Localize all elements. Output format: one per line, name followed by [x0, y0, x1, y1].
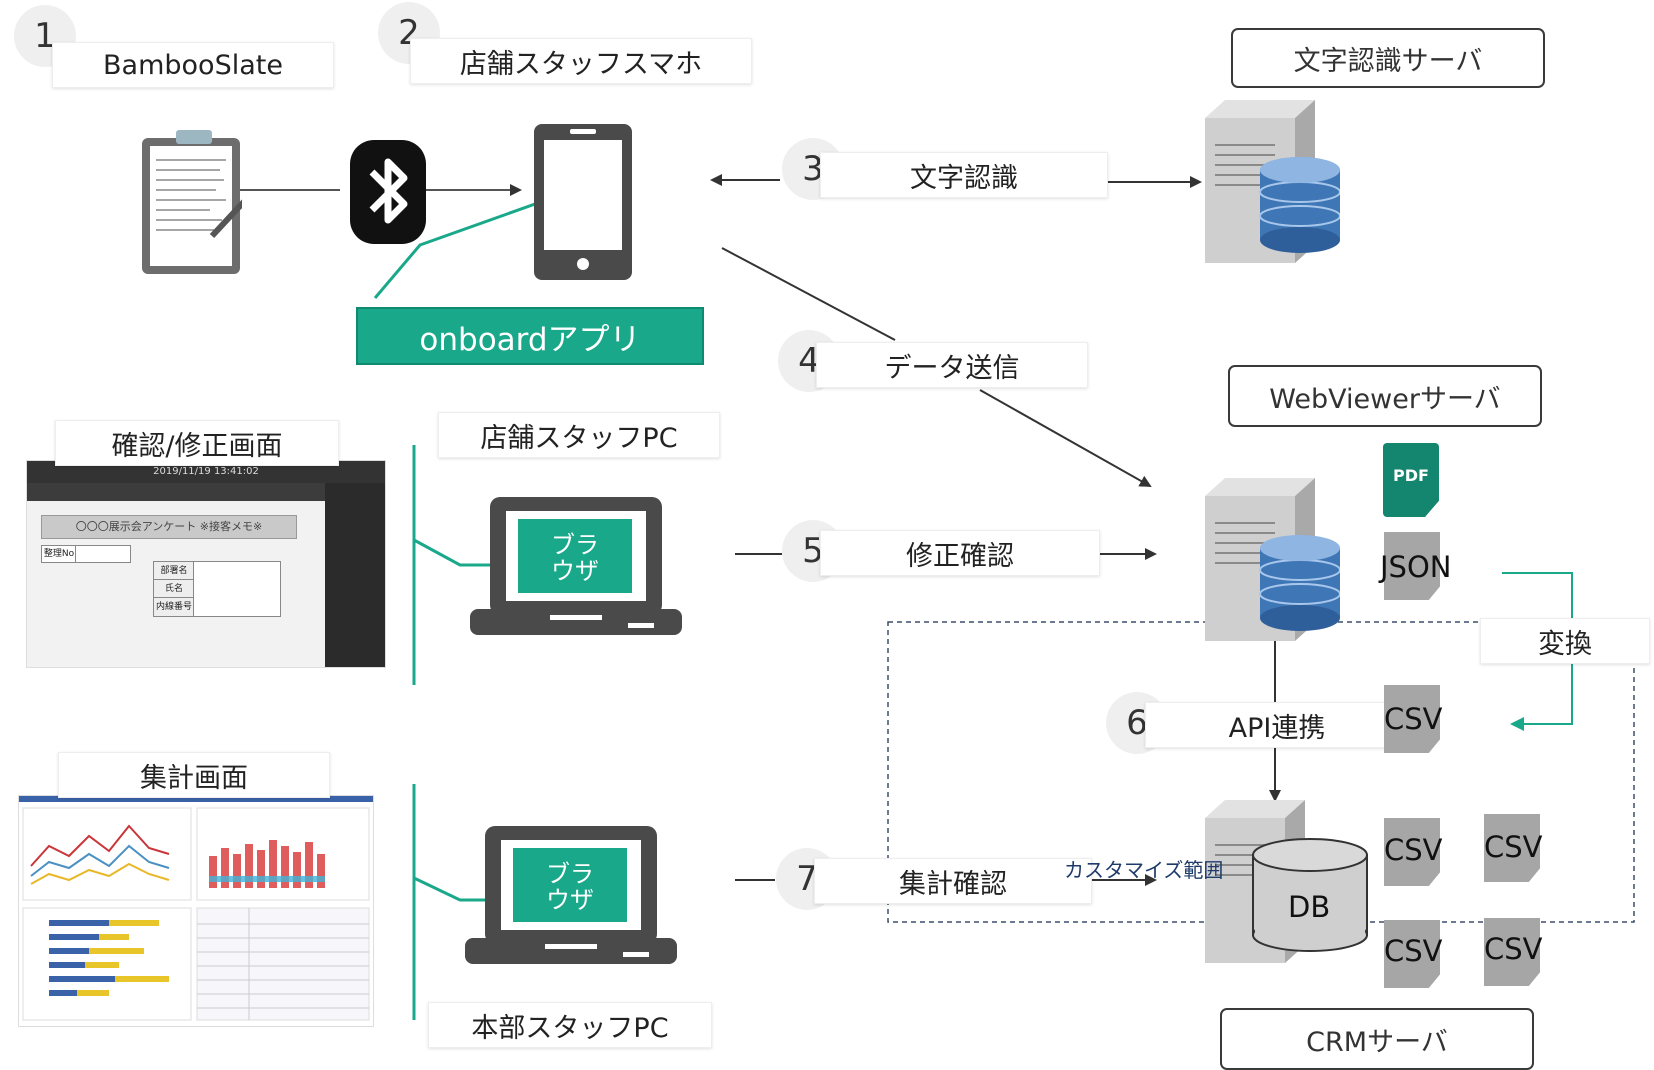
smartphone-icon — [532, 122, 634, 282]
pdf-file-label: PDF — [1393, 466, 1429, 485]
ocr-server-icon — [1205, 100, 1340, 265]
webviewer-server-title: WebViewerサーバ — [1228, 365, 1542, 427]
csv-file-label: CSV — [1384, 833, 1443, 867]
confirm-field-ext: 内線番号 — [153, 597, 195, 617]
confirm-form-title: 〇〇〇展示会アンケート ※接客メモ※ — [41, 515, 297, 539]
confirm-field-values — [193, 561, 281, 617]
confirm-no-label: 整理No — [41, 545, 77, 563]
confirm-screen-title: 確認/修正画面 — [55, 420, 339, 466]
confirm-field-name: 氏名 — [153, 579, 195, 599]
customize-range-label: カスタマイズ範囲 — [1064, 858, 1224, 882]
summary-screen-thumbnail — [18, 795, 374, 1027]
confirm-screen-sidebar — [325, 483, 385, 667]
summary-mini-charts — [22, 807, 370, 1021]
confirm-no-field — [75, 545, 131, 563]
csv-file-icon — [1484, 918, 1540, 986]
crm-server-title: CRMサーバ — [1220, 1008, 1534, 1070]
step-label-5: 修正確認 — [820, 530, 1100, 576]
data-send-arrow — [979, 389, 1152, 487]
summary-header-bar — [19, 796, 373, 802]
step-label-6: API連携 — [1145, 702, 1409, 748]
onboard-app-label: onboardアプリ — [356, 307, 704, 365]
data-send-line-a — [721, 247, 896, 341]
hq-laptop-icon — [465, 826, 677, 966]
pdf-file-icon — [1383, 443, 1439, 517]
step-label-3: 文字認識 — [820, 152, 1108, 198]
convert-label: 変換 — [1480, 618, 1650, 664]
csv-file-label: CSV — [1484, 932, 1543, 966]
confirm-screen-toolbar — [27, 483, 385, 501]
store-laptop-icon — [470, 497, 682, 637]
store-browser-label: ブラ ウザ — [551, 531, 599, 585]
csv-file-icon — [1384, 685, 1440, 753]
csv-file-label: CSV — [1384, 702, 1443, 736]
webviewer-server-icon — [1205, 478, 1340, 643]
step-label-7: 集計確認 — [814, 858, 1092, 904]
app-pointer-line — [373, 186, 581, 299]
crm-server-icon — [1205, 800, 1370, 965]
csv-file-label: CSV — [1484, 830, 1543, 864]
store-pc-label: 店舗スタッフPC — [438, 412, 720, 458]
confirm-field-dept: 部署名 — [153, 561, 195, 581]
csv-file-icon — [1384, 818, 1440, 886]
confirm-screen-timestamp: 2019/11/19 13:41:02 — [27, 461, 385, 483]
csv-file-icon — [1484, 814, 1540, 882]
ocr-server-title: 文字認識サーバ — [1231, 28, 1545, 88]
summary-screen-title: 集計画面 — [58, 752, 330, 798]
csv-file-label: CSV — [1384, 934, 1443, 968]
confirm-screen-thumbnail: 2019/11/19 13:41:02 〇〇〇展示会アンケート ※接客メモ※ 整… — [26, 460, 386, 668]
clipboard-tablet-icon — [140, 130, 242, 276]
json-file-label: JSON — [1380, 550, 1452, 584]
csv-file-icon — [1384, 920, 1440, 988]
hq-browser-label: ブラ ウザ — [546, 860, 594, 914]
db-label: DB — [1288, 890, 1331, 924]
json-file-icon — [1384, 532, 1440, 600]
step-label-4: データ送信 — [816, 342, 1088, 388]
step-label-2: 店舗スタッフスマホ — [410, 38, 752, 84]
hq-pc-label: 本部スタッフPC — [428, 1002, 712, 1048]
step-label-1: BambooSlate — [52, 42, 334, 88]
bluetooth-icon — [350, 140, 426, 244]
